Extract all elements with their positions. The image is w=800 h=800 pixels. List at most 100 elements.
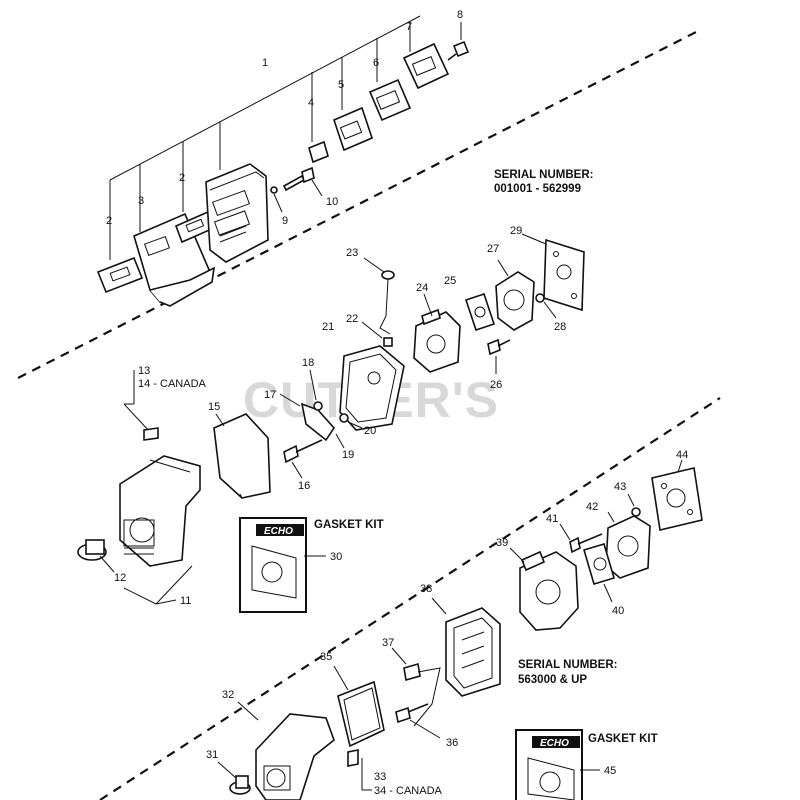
- callout-13: 13: [138, 365, 150, 377]
- air-cover-part-11: [119, 455, 201, 567]
- bottom-serial-header: SERIAL NUMBER:: [518, 659, 617, 671]
- callout-23: 23: [346, 247, 358, 259]
- nut-part-28: [535, 293, 545, 303]
- carburetor-part-24: [413, 308, 461, 373]
- callout-8: 8: [457, 9, 463, 21]
- callout-12: 12: [114, 572, 126, 584]
- echo-logo-kit-2: [532, 736, 580, 748]
- washer-part-9: [270, 186, 278, 194]
- gasket-kit-1-logo-text: ECHO: [264, 526, 293, 537]
- divider-bottom: [99, 397, 721, 800]
- leader-33-34: [347, 749, 372, 791]
- bracket-part-37: [391, 647, 441, 727]
- nut-part-43: [631, 507, 641, 517]
- callout-34-canada: 34 - CANADA: [374, 785, 443, 797]
- callout-38: 38: [420, 583, 432, 595]
- bolt-part-16: [283, 439, 323, 479]
- callout-29: 29: [510, 225, 522, 237]
- top-serial-header: SERIAL NUMBER:: [494, 169, 593, 181]
- callout-44: 44: [676, 449, 688, 461]
- gasket-part-25: [464, 292, 496, 332]
- callout-1: 1: [262, 57, 268, 69]
- callout-43: 43: [614, 481, 626, 493]
- callout-3: 3: [138, 195, 144, 207]
- air-element-part-38: [431, 597, 501, 697]
- gasket-kit-2: [515, 729, 600, 800]
- gasket-part-44: [651, 467, 703, 531]
- bolt-part-41: [559, 523, 603, 554]
- knob-part-12: [77, 539, 115, 573]
- callout-35: 35: [320, 651, 332, 663]
- callout-27: 27: [487, 243, 499, 255]
- callout-9: 9: [282, 215, 288, 227]
- callout-37: 37: [382, 637, 394, 649]
- callout-36: 36: [446, 737, 458, 749]
- part-group-1-leaders: [109, 15, 421, 260]
- callout-17: 17: [264, 389, 276, 401]
- bolt-part-10: [282, 166, 323, 197]
- gasket-part-29: [543, 238, 585, 312]
- callout-28: 28: [554, 321, 566, 333]
- gasket-part-5: [333, 106, 373, 152]
- washer-part-18: [313, 401, 323, 411]
- knob-part-31: [217, 761, 251, 795]
- callout-2-upper: 2: [179, 172, 185, 184]
- plate-part-4: [308, 140, 329, 164]
- callout-39: 39: [496, 537, 508, 549]
- bolt-part-26: [487, 338, 511, 374]
- callout-2-lower: 2: [106, 215, 112, 227]
- echo-logo-kit-1: [256, 524, 304, 536]
- gasket-part-6: [368, 78, 412, 122]
- bolt-part-36: [395, 703, 441, 739]
- callout-18: 18: [302, 357, 314, 369]
- grommet-part-22: [383, 337, 393, 347]
- gasket-part-40: [583, 543, 615, 603]
- callout-41: 41: [546, 513, 558, 525]
- callout-40: 40: [612, 605, 624, 617]
- insulator-part-42: [605, 515, 651, 579]
- callout-16: 16: [298, 480, 310, 492]
- insulator-part-27: [495, 259, 535, 331]
- gasket-kit-2-logo-text: ECHO: [540, 738, 569, 749]
- callout-20: 20: [364, 425, 376, 437]
- gasket-kit-1: [239, 517, 326, 613]
- callout-22: 22: [346, 313, 358, 325]
- callout-6: 6: [373, 57, 379, 69]
- callout-25: 25: [444, 275, 456, 287]
- primer-rod-part-23: [363, 257, 395, 335]
- leader-13-14: [123, 370, 159, 441]
- filter-part-35: [333, 665, 385, 748]
- gasket-kit-1-title: GASKET KIT: [314, 519, 384, 531]
- callout-7: 7: [406, 21, 412, 33]
- gasket-kit-2-title: GASKET KIT: [588, 733, 658, 745]
- washer-part-20: [339, 413, 349, 423]
- bolt-part-8: [447, 22, 470, 61]
- air-cover-part-32: [255, 713, 335, 800]
- callout-5: 5: [338, 79, 344, 91]
- callout-11: 11: [180, 595, 191, 607]
- callout-32: 32: [222, 689, 234, 701]
- callout-33: 33: [374, 771, 386, 783]
- callout-10: 10: [326, 196, 338, 208]
- gasket-part-7: [402, 42, 450, 90]
- gasket-part-2-lower: [96, 256, 144, 294]
- callout-14-canada: 14 - CANADA: [138, 378, 207, 390]
- callout-45: 45: [604, 765, 616, 777]
- air-filter-part-15: [213, 413, 271, 499]
- divider-top: [17, 29, 701, 379]
- callout-30: 30: [330, 551, 342, 563]
- callout-4: 4: [308, 97, 314, 109]
- air-case-part-21: [339, 345, 405, 431]
- carburetor-part-39: [509, 547, 579, 631]
- callout-42: 42: [586, 501, 598, 513]
- top-serial-range: 001001 - 562999: [494, 183, 581, 195]
- callout-31: 31: [206, 749, 218, 761]
- muffler-body-part-1: [205, 163, 269, 263]
- callout-21: 21: [322, 321, 334, 333]
- callout-26: 26: [490, 379, 502, 391]
- callout-24: 24: [416, 282, 428, 294]
- callout-19: 19: [342, 449, 354, 461]
- bottom-serial-range: 563000 & UP: [518, 674, 587, 686]
